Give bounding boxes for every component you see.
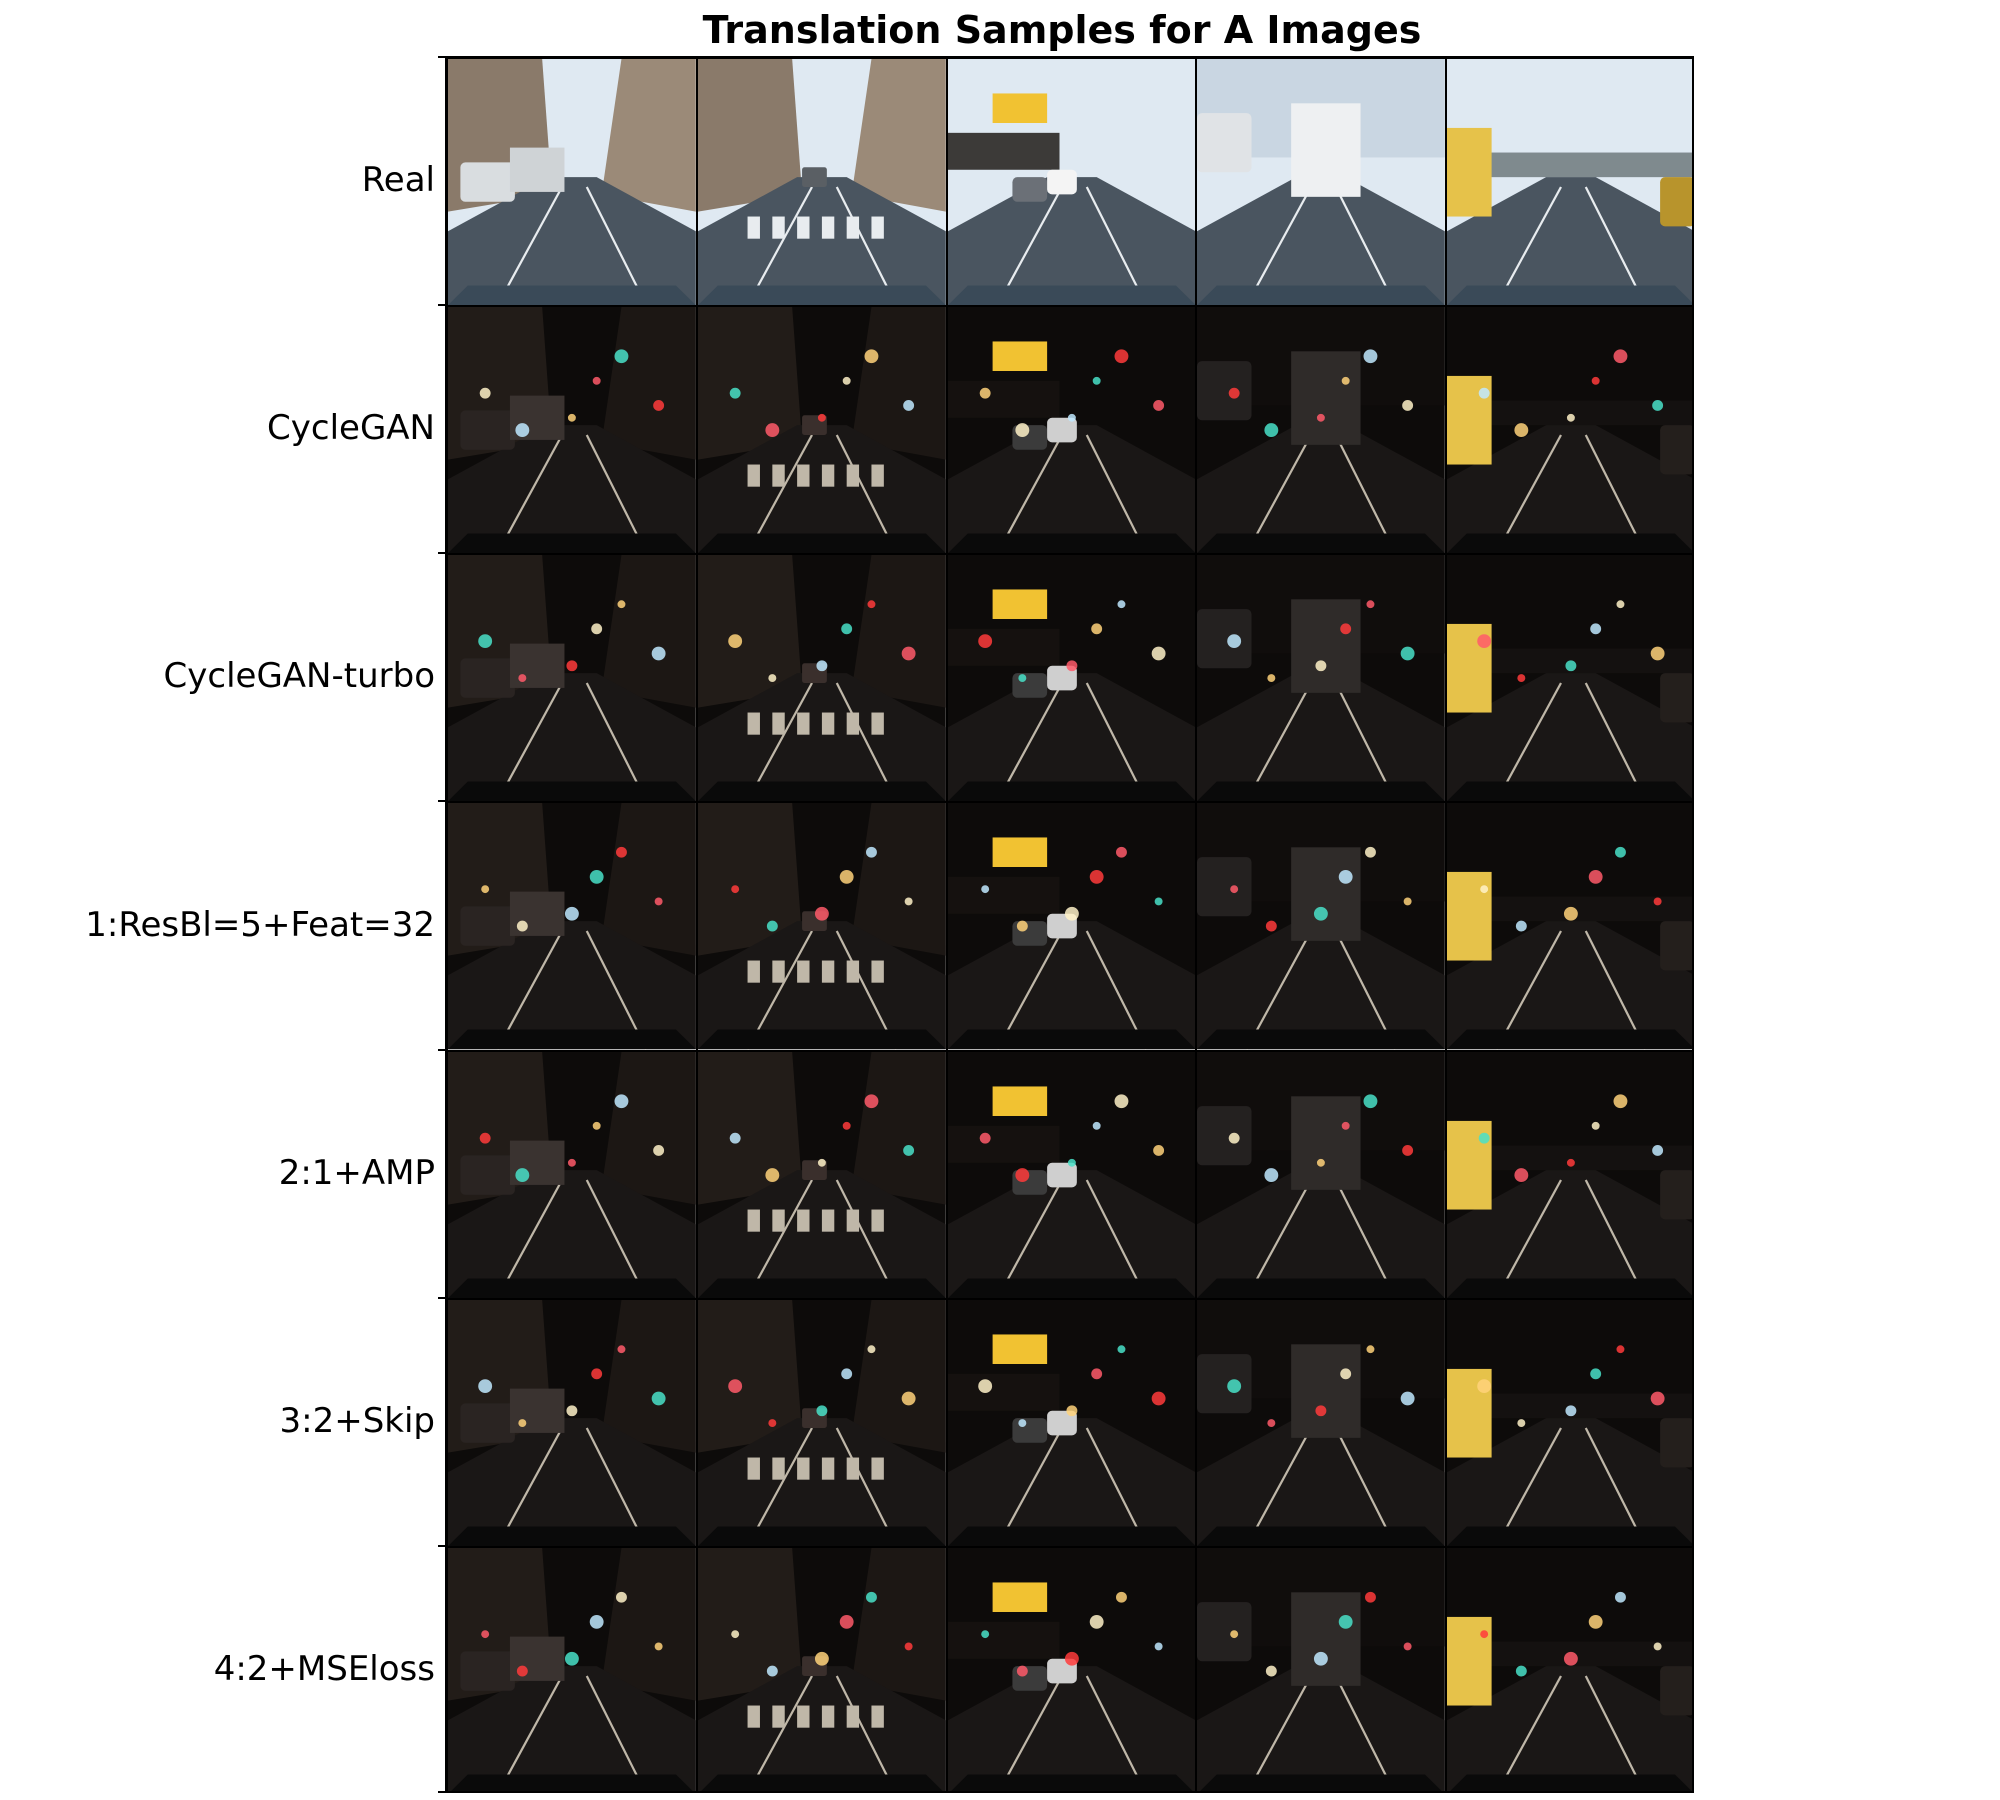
sample-image-night-crosswalk-between-buildings [696, 802, 947, 1051]
sample-image-night-highway-with-yellow-sign [946, 1298, 1197, 1547]
sample-image-night-school-bus-at-intersection [1446, 306, 1692, 555]
scene-image [1197, 1051, 1446, 1298]
scene-image [697, 59, 946, 306]
sample-image-night-truck-ahead-on-road [1196, 1546, 1447, 1791]
scene-image [1447, 803, 1692, 1050]
scene-image [448, 1051, 696, 1298]
sample-image-night-city-street-with-parking-sign [447, 306, 697, 555]
sample-image-day-highway-with-yellow-sign [946, 58, 1197, 307]
scene-image [947, 1299, 1196, 1546]
row-label: 1:ResBl=5+Feat=32 [85, 904, 435, 945]
scene-image [697, 1051, 946, 1298]
axis-tick [438, 552, 445, 555]
scene-image [1197, 555, 1446, 802]
row-label: CycleGAN-turbo [163, 656, 435, 697]
scene-image [448, 1547, 696, 1791]
scene-image [947, 1547, 1196, 1791]
sample-image-night-crosswalk-between-buildings [696, 554, 947, 803]
sample-image-night-city-street-with-parking-sign [447, 802, 697, 1051]
scene-image [697, 803, 946, 1050]
scene-image [1197, 1299, 1446, 1546]
sample-image-night-highway-with-yellow-sign [946, 1546, 1197, 1791]
sample-image-night-highway-with-yellow-sign [946, 1050, 1197, 1299]
scene-image [1447, 555, 1692, 802]
sample-image-night-city-street-with-parking-sign [447, 554, 697, 803]
sample-image-night-school-bus-at-intersection [1446, 554, 1692, 803]
scene-image [1447, 1299, 1692, 1546]
scene-image [947, 555, 1196, 802]
scene-image [697, 307, 946, 554]
axis-tick [438, 1544, 445, 1547]
row-label: 4:2+MSEloss [213, 1648, 435, 1689]
scene-image [1197, 803, 1446, 1050]
scene-image [448, 555, 696, 802]
scene-image [1447, 1051, 1692, 1298]
sample-image-night-truck-ahead-on-road [1196, 306, 1447, 555]
scene-image [697, 555, 946, 802]
sample-image-night-truck-ahead-on-road [1196, 1298, 1447, 1547]
sample-image-night-city-street-with-parking-sign [447, 1546, 697, 1791]
sample-image-night-highway-with-yellow-sign [946, 554, 1197, 803]
sample-image-night-crosswalk-between-buildings [696, 1050, 947, 1299]
sample-image-night-school-bus-at-intersection [1446, 1546, 1692, 1791]
scene-image [1447, 59, 1692, 306]
image-grid [445, 56, 1694, 1793]
sample-image-night-truck-ahead-on-road [1196, 1050, 1447, 1299]
sample-image-night-school-bus-at-intersection [1446, 1050, 1692, 1299]
scene-image [697, 1547, 946, 1791]
scene-image [947, 803, 1196, 1050]
axis-tick [438, 1791, 445, 1793]
sample-image-day-truck-ahead-on-road [1196, 58, 1447, 307]
scene-image [697, 1299, 946, 1546]
sample-image-night-school-bus-at-intersection [1446, 1298, 1692, 1547]
axis-tick [438, 1296, 445, 1299]
sample-image-night-crosswalk-between-buildings [696, 1546, 947, 1791]
scene-image [1197, 59, 1446, 306]
scene-image [1447, 307, 1692, 554]
sample-image-night-highway-with-yellow-sign [946, 306, 1197, 555]
axis-tick [438, 56, 445, 58]
sample-image-night-truck-ahead-on-road [1196, 802, 1447, 1051]
axis-tick [438, 800, 445, 803]
scene-image [1197, 307, 1446, 554]
sample-image-day-crosswalk-between-buildings [696, 58, 947, 307]
scene-image [947, 307, 1196, 554]
scene-image [448, 307, 696, 554]
axis-tick [438, 304, 445, 307]
scene-image [448, 59, 696, 306]
sample-image-night-crosswalk-between-buildings [696, 306, 947, 555]
sample-image-night-crosswalk-between-buildings [696, 1298, 947, 1547]
row-label: Real [361, 160, 435, 201]
scene-image [1197, 1547, 1446, 1791]
sample-image-night-school-bus-at-intersection [1446, 802, 1692, 1051]
scene-image [448, 803, 696, 1050]
sample-image-night-highway-with-yellow-sign [946, 802, 1197, 1051]
figure-title: Translation Samples for A Images [702, 8, 1422, 52]
row-label: 2:1+AMP [278, 1152, 435, 1193]
scene-image [947, 59, 1196, 306]
sample-image-night-city-street-with-parking-sign [447, 1050, 697, 1299]
scene-image [1447, 1547, 1692, 1791]
sample-image-day-school-bus-at-intersection [1446, 58, 1692, 307]
row-label: CycleGAN [267, 408, 435, 449]
scene-image [947, 1051, 1196, 1298]
scene-image [448, 1299, 696, 1546]
sample-image-night-truck-ahead-on-road [1196, 554, 1447, 803]
sample-image-night-city-street-with-parking-sign [447, 1298, 697, 1547]
row-label: 3:2+Skip [279, 1400, 435, 1441]
sample-image-day-city-street-with-parking-sign [447, 58, 697, 307]
axis-tick [438, 1048, 445, 1051]
